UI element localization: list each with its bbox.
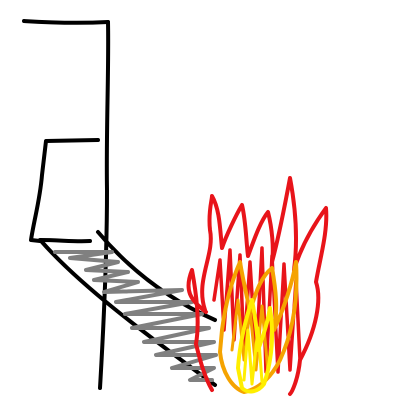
flame-inner-strokes xyxy=(242,326,264,386)
flame-outer-left xyxy=(186,268,214,392)
flame-middle xyxy=(218,260,299,394)
flame-inner xyxy=(236,298,274,394)
main-wall xyxy=(98,20,111,390)
fire xyxy=(186,176,329,396)
top-roof-line xyxy=(22,19,110,25)
flame-middle-strokes xyxy=(230,298,276,374)
zigzag-shading xyxy=(53,250,218,382)
side-box xyxy=(29,138,100,243)
ramp-shading xyxy=(53,250,218,382)
ramp-top-edge xyxy=(38,238,92,244)
